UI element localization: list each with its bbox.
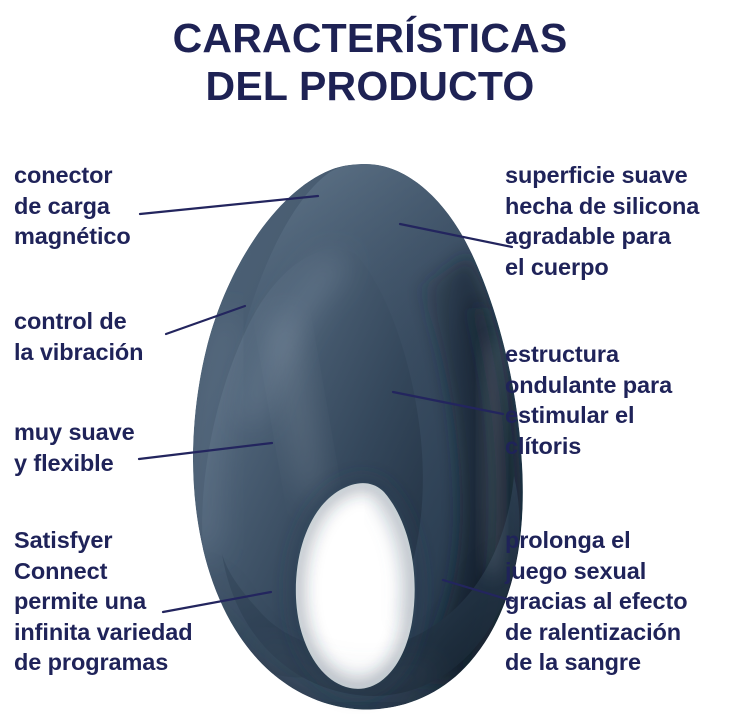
callout-line: de carga [14, 192, 110, 219]
callout-line: estructura [505, 341, 619, 367]
callout-magnetic-charging-connector: conector de carga magnético [14, 160, 131, 252]
callout-line: hecha de silicona [505, 192, 700, 219]
callout-line: muy suave [14, 419, 135, 445]
page-title: CARACTERÍSTICAS DEL PRODUCTO [0, 14, 740, 111]
callout-very-soft-and-flexible: muy suave y flexible [14, 417, 135, 478]
product-illustration [192, 164, 523, 710]
callout-line: gracias al efecto [505, 588, 688, 615]
product-body [192, 164, 523, 710]
callout-line: y flexible [14, 449, 114, 476]
callout-smooth-silicone-surface: superficie suave hecha de silicona agrad… [505, 160, 699, 282]
callout-line: de la sangre [505, 649, 641, 676]
callout-line: el cuerpo [505, 253, 609, 280]
callout-line: de ralentización [505, 618, 682, 645]
page-title-line-2: DEL PRODUCTO [205, 63, 535, 110]
callout-line: juego sexual [505, 557, 647, 584]
callout-wavy-structure-clitoral-stimulation: estructura ondulante para estimular el c… [505, 339, 672, 461]
product-image [170, 158, 570, 718]
callout-vibration-control: control de la vibración [14, 306, 144, 367]
callout-line: conector [14, 162, 113, 188]
product-ring-opening [290, 478, 420, 694]
callout-line: control de [14, 308, 127, 334]
callout-line: de programas [14, 649, 169, 676]
callout-line: clítoris [505, 432, 582, 459]
callout-line: permite una [14, 588, 147, 615]
callout-prolongs-sexual-play: prolonga el juego sexual gracias al efec… [505, 525, 688, 678]
product-bottom-rim [257, 639, 435, 692]
callout-line: Connect [14, 557, 108, 584]
callout-line: Satisfyer [14, 527, 113, 553]
callout-line: estimular el [505, 402, 635, 429]
callout-line: magnético [14, 223, 131, 250]
callout-satisfyer-connect-programs: Satisfyer Connect permite una infinita v… [14, 525, 193, 678]
callout-line: superficie suave [505, 162, 688, 188]
callout-line: infinita variedad [14, 618, 193, 645]
callout-line: ondulante para [505, 371, 673, 398]
callout-line: agradable para [505, 223, 671, 250]
callout-line: prolonga el [505, 527, 631, 553]
callout-line: la vibración [14, 338, 144, 365]
page-title-line-1: CARACTERÍSTICAS [172, 15, 568, 61]
